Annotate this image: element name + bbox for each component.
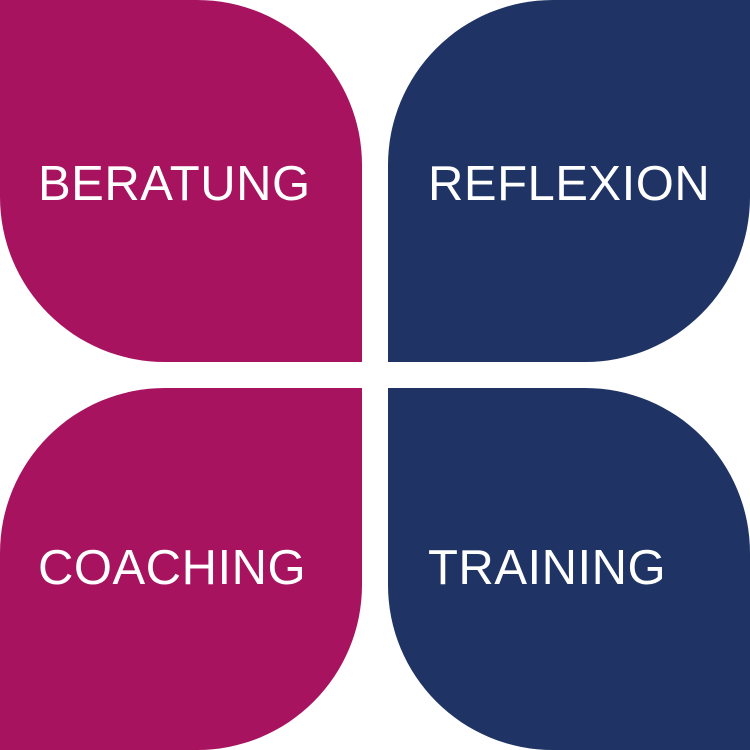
petal-label-beratung: BERATUNG	[38, 157, 311, 211]
petal-label-coaching: COACHING	[38, 541, 307, 595]
petal-beratung: BERATUNG	[0, 0, 362, 362]
petal-reflexion: REFLEXION	[388, 0, 750, 362]
petal-coaching: COACHING	[0, 388, 362, 750]
petal-label-training: TRAINING	[428, 541, 667, 595]
petal-training: TRAINING	[388, 388, 750, 750]
petal-label-reflexion: REFLEXION	[428, 157, 711, 211]
